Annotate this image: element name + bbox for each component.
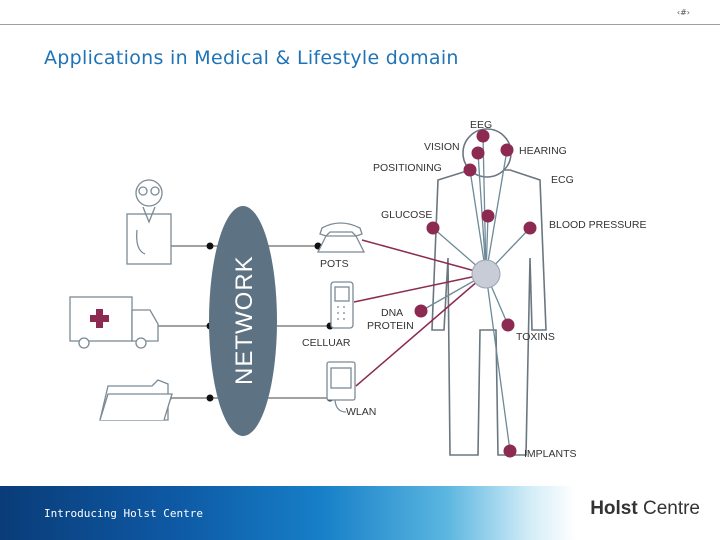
label-dna: DNA [381, 307, 403, 319]
logo-rest-text: Centre [637, 498, 700, 519]
label-protein: PROTEIN [367, 320, 414, 332]
medical-cross-icon [90, 309, 109, 328]
dna-protein-node [414, 304, 428, 318]
vision-node [471, 146, 485, 160]
footer-text: Introducing Holst Centre [44, 507, 203, 520]
label-positioning: POSITIONING [373, 162, 442, 174]
header-rule [0, 24, 720, 25]
label-wlan: WLAN [346, 406, 376, 418]
positioning-node [463, 163, 477, 177]
label-cellular: CELLUAR [302, 337, 351, 349]
hearing-node [500, 143, 514, 157]
label-pots: POTS [320, 258, 349, 270]
label-ecg: ECG [551, 174, 574, 186]
label-eeg: EEG [470, 119, 492, 131]
slide-title: Applications in Medical & Lifestyle doma… [44, 47, 459, 69]
footer-banner [0, 486, 720, 540]
network-ellipse [209, 206, 277, 436]
label-glucose: GLUCOSE [381, 209, 432, 221]
folder-icon [99, 379, 173, 421]
network-diagram: NETWORK [69, 119, 646, 460]
body-hub-node [471, 259, 501, 289]
network-label: NETWORK [231, 255, 258, 385]
label-vision: VISION [424, 141, 460, 153]
device-links [353, 239, 487, 387]
sensor-nodes [414, 129, 537, 458]
doctor-icon [126, 179, 172, 265]
logo-bold-text: Holst [590, 498, 638, 519]
label-toxins: TOXINS [516, 331, 555, 343]
cellphone-icon [330, 281, 354, 329]
label-blood-pressure: BLOOD PRESSURE [549, 219, 646, 231]
blood-pressure-node [523, 221, 537, 235]
page-number: ‹#› [676, 8, 690, 17]
telephone-icon [316, 222, 366, 253]
label-hearing: HEARING [519, 145, 567, 157]
pda-icon [326, 361, 356, 413]
eeg-node [476, 129, 490, 143]
ecg-node [481, 209, 495, 223]
glucose-node [426, 221, 440, 235]
ambulance-icon [69, 296, 159, 349]
label-implants: IMPLANTS [524, 448, 577, 460]
toxins-node [501, 318, 515, 332]
holst-centre-logo: Holst Centre [590, 498, 700, 520]
implants-node [503, 444, 517, 458]
